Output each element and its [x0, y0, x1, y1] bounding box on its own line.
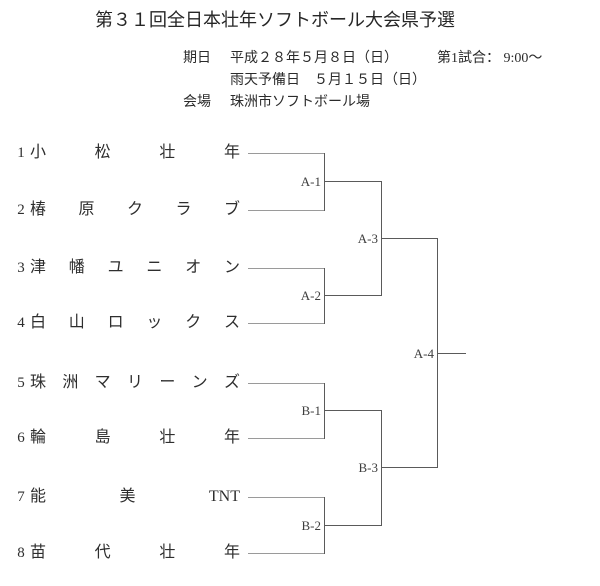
team-6-line	[248, 438, 324, 439]
match-label-a4: A-4	[413, 346, 434, 361]
team-name-token: ラ	[175, 201, 192, 218]
team-name-token: 年	[223, 429, 240, 446]
match-label-b2: B-2	[301, 518, 322, 533]
team-row-7: 7 能 美 TNT	[14, 487, 240, 507]
team-name-token: 年	[223, 544, 240, 561]
team-name-token: ク	[126, 201, 143, 218]
team-name-token: オ	[185, 259, 202, 276]
match-a1-vertical	[324, 153, 325, 211]
venue-value: 珠洲市ソフトボール場	[230, 95, 370, 110]
team-name-token: 津	[30, 259, 47, 276]
team-name-token: 壮	[159, 544, 176, 561]
team-name-token: ー	[159, 374, 176, 391]
match-label-a3: A-3	[357, 231, 378, 246]
team-name-token: 能	[30, 488, 47, 505]
team-name-token: 代	[94, 544, 111, 561]
team-name: 能 美 TNT	[30, 487, 240, 507]
team-name-token: ッ	[146, 314, 163, 331]
team-seed: 7	[17, 489, 25, 505]
team-name-token: ニ	[146, 259, 163, 276]
team-name-token: 苗	[30, 544, 47, 561]
team-name: 輪島壮年	[30, 428, 240, 448]
team-name-token: 幡	[68, 259, 85, 276]
team-seed: 6	[17, 430, 25, 446]
team-name-token: 美	[119, 488, 136, 505]
team-name-token: ス	[223, 314, 240, 331]
team-name-token: 松	[94, 144, 111, 161]
team-name-token: TNT	[208, 488, 240, 505]
team-seed: 2	[17, 202, 25, 218]
team-name-token: ン	[223, 259, 240, 276]
match-b1-out-line	[324, 410, 381, 411]
team-name: 珠洲マリーンズ	[30, 373, 240, 393]
match-b1-vertical	[324, 383, 325, 439]
team-name-token: 椿	[30, 201, 47, 218]
team-name-token: 白	[30, 314, 47, 331]
match-label-a2: A-2	[300, 288, 321, 303]
team-row-2: 2 椿 原 ク ラ ブ	[14, 200, 240, 220]
match-a3-out-line	[381, 238, 437, 239]
team-name: 椿原クラブ	[30, 200, 240, 220]
team-name-token: ン	[191, 374, 208, 391]
match-b2-out-line	[324, 525, 381, 526]
team-2-line	[248, 210, 324, 211]
team-name: 白山ロックス	[30, 313, 240, 333]
team-1-line	[248, 153, 324, 154]
team-name-token: 小	[30, 144, 47, 161]
team-seed: 8	[17, 545, 25, 561]
team-name: 苗代壮年	[30, 543, 240, 563]
team-row-8: 8 苗 代 壮 年	[14, 543, 240, 563]
match-label-a1: A-1	[300, 174, 321, 189]
team-name: 小松壮年	[30, 143, 240, 163]
team-name-token: ズ	[223, 374, 240, 391]
team-name-token: 原	[78, 201, 95, 218]
team-name-token: 洲	[62, 374, 79, 391]
match-b3-vertical	[381, 410, 382, 526]
team-seed: 4	[17, 315, 25, 331]
match-b3-out-line	[381, 467, 437, 468]
team-name-token: マ	[94, 374, 111, 391]
team-4-line	[248, 323, 324, 324]
team-row-3: 3 津 幡 ユ ニ オ ン	[14, 258, 240, 278]
team-name-token: 壮	[159, 429, 176, 446]
team-name-token: ユ	[107, 259, 124, 276]
team-name-token: ク	[185, 314, 202, 331]
team-name-token: ロ	[107, 314, 124, 331]
venue-label: 会場	[183, 95, 211, 110]
team-seed: 3	[17, 260, 25, 276]
date-label: 期日	[183, 51, 211, 66]
team-name-token: 輪	[30, 429, 47, 446]
rain-reserve-date: 雨天予備日 ５月１５日（日）	[230, 73, 426, 88]
team-7-line	[248, 497, 324, 498]
team-name-token: 珠	[30, 374, 47, 391]
team-5-line	[248, 383, 324, 384]
match-label-b1: B-1	[301, 403, 322, 418]
team-name-token: 山	[68, 314, 85, 331]
team-name-token: リ	[126, 374, 143, 391]
team-3-line	[248, 268, 324, 269]
team-name-token: ブ	[223, 201, 240, 218]
team-8-line	[248, 553, 324, 554]
date-value: 平成２８年５月８日（日）	[230, 51, 398, 66]
team-seed: 5	[17, 375, 25, 391]
team-name: 津幡ユニオン	[30, 258, 240, 278]
team-row-6: 6 輪 島 壮 年	[14, 428, 240, 448]
team-name-token: 年	[223, 144, 240, 161]
team-name-token: 壮	[159, 144, 176, 161]
team-row-5: 5 珠洲マリーンズ	[14, 373, 240, 393]
team-name-token: 島	[94, 429, 111, 446]
match-a4-out-line	[437, 353, 466, 354]
team-row-4: 4 白 山 ロ ッ ク ス	[14, 313, 240, 333]
team-row-1: 1 小 松 壮 年	[14, 143, 240, 163]
first-game-time: 第1試合： 9:00～	[437, 51, 543, 66]
match-label-b3: B-3	[358, 460, 379, 475]
match-a2-vertical	[324, 268, 325, 324]
match-a2-out-line	[324, 295, 381, 296]
page-title: 第３１回全日本壮年ソフトボール大会県予選	[95, 10, 455, 30]
team-seed: 1	[17, 145, 25, 161]
match-a1-out-line	[324, 181, 381, 182]
